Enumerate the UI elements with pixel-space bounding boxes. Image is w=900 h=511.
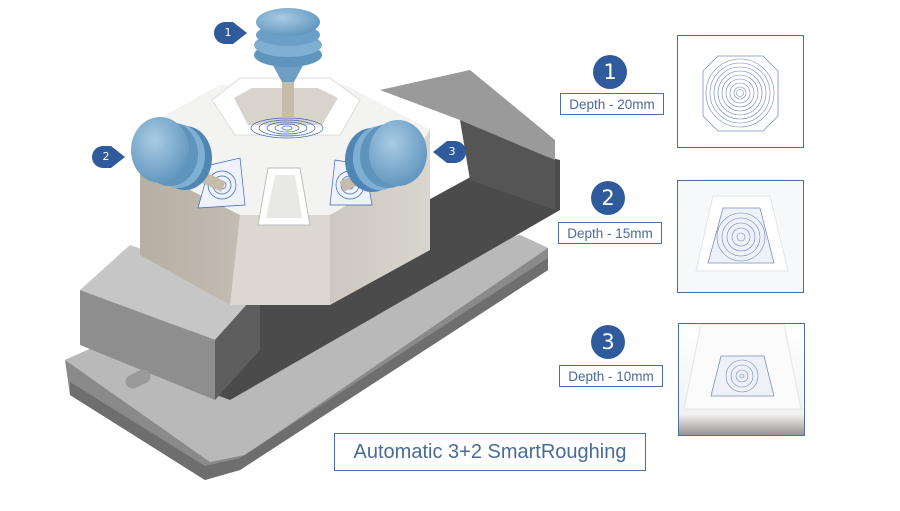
- tool-tag-2-shape: [92, 146, 125, 168]
- tool-tag-1: 1: [224, 26, 232, 39]
- depth-label-3: Depth - 10mm: [559, 365, 663, 387]
- tool-tag-1-shape: [214, 22, 247, 44]
- tool-tag-3-shape: [433, 141, 466, 163]
- toolpath-thumbnail-3: [678, 323, 805, 436]
- pocket-toolpath-1: [250, 117, 324, 139]
- tool-tag-2: 2: [102, 150, 110, 163]
- callout-number-2: 2: [591, 181, 625, 215]
- caption-title: Automatic 3+2 SmartRoughing: [334, 433, 646, 471]
- tool-1: [254, 8, 322, 118]
- callout-number-3: 3: [591, 325, 625, 359]
- callout-number-1: 1: [593, 55, 627, 89]
- depth-label-1: Depth - 20mm: [560, 93, 664, 115]
- toolpath-thumbnail-1: [677, 35, 804, 148]
- vise-jaw: [80, 245, 260, 400]
- toolpath-thumbnail-2: [677, 180, 804, 293]
- tool-2: [131, 117, 226, 192]
- spiral-toolpath-2: [678, 181, 803, 292]
- tool-3: [339, 120, 427, 192]
- tool-tag-3: 3: [448, 145, 456, 158]
- spiral-toolpath-1: [702, 55, 779, 132]
- spiral-toolpath-3: [679, 324, 804, 435]
- depth-label-2: Depth - 15mm: [558, 222, 662, 244]
